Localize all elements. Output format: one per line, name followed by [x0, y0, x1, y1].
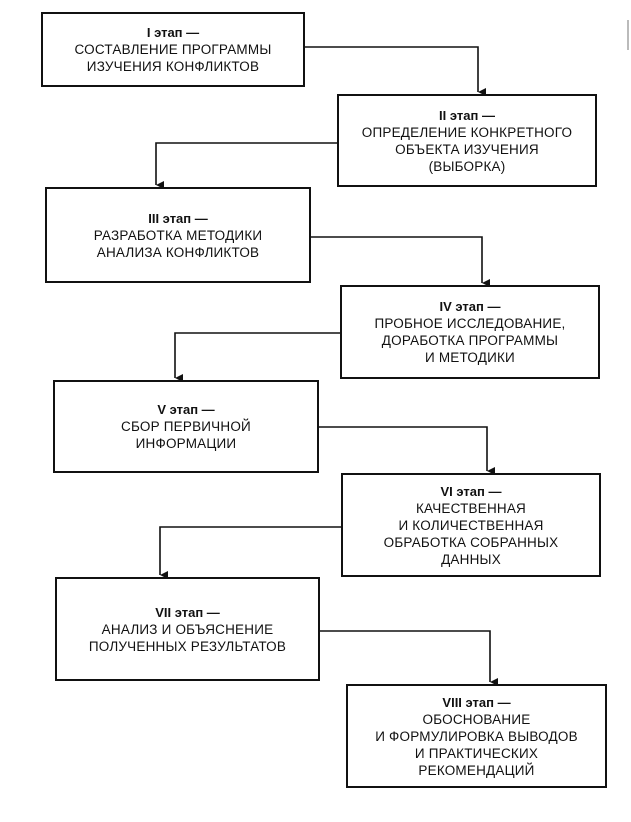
stage-4-text: ПРОБНОЕ ИССЛЕДОВАНИЕ, ДОРАБОТКА ПРОГРАММ… — [374, 316, 566, 365]
arrow-2-3 — [155, 142, 337, 189]
stage-7-title: VII этап — — [155, 604, 220, 620]
arrow-1-2 — [305, 46, 486, 96]
stage-6-box: VI этап — КАЧЕСТВЕННАЯ И КОЛИЧЕСТВЕННАЯ … — [341, 473, 601, 577]
stage-8-text: ОБОСНОВАНИЕ И ФОРМУЛИРОВКА ВЫВОДОВ И ПРА… — [375, 711, 578, 778]
stage-2-box: II этап — ОПРЕДЕЛЕНИЕ КОНКРЕТНОГО ОБЪЕКТ… — [337, 94, 597, 187]
stage-5-title: V этап — — [157, 402, 215, 417]
stage-5-text: СБОР ПЕРВИЧНОЙ ИНФОРМАЦИИ — [121, 419, 251, 451]
stage-8-box: VIII этап — ОБОСНОВАНИЕ И ФОРМУЛИРОВКА В… — [346, 684, 607, 788]
arrow-5-6 — [319, 426, 495, 475]
stage-2-text: ОПРЕДЕЛЕНИЕ КОНКРЕТНОГО ОБЪЕКТА ИЗУЧЕНИЯ… — [361, 124, 573, 174]
page-edge-mark — [627, 20, 629, 50]
arrow-6-7 — [159, 526, 341, 579]
stage-1-box: I этап — СОСТАВЛЕНИЕ ПРОГРАММЫ ИЗУЧЕНИЯ … — [41, 12, 305, 87]
stage-6-title: VI этап — — [440, 483, 502, 499]
stage-8-title: VIII этап — — [442, 694, 511, 710]
arrow-4-5 — [174, 332, 340, 382]
stage-3-text: РАЗРАБОТКА МЕТОДИКИ АНАЛИЗА КОНФЛИКТОВ — [93, 227, 263, 260]
stage-3-box: III этап — РАЗРАБОТКА МЕТОДИКИ АНАЛИЗА К… — [45, 187, 311, 283]
stage-3-title: III этап — — [148, 210, 208, 226]
stage-2-title: II этап — — [439, 107, 495, 123]
stage-5-box: V этап — СБОР ПЕРВИЧНОЙ ИНФОРМАЦИИ — [53, 380, 319, 473]
arrow-7-8 — [320, 630, 498, 686]
stage-4-title: IV этап — — [439, 299, 501, 314]
stage-7-text: АНАЛИЗ И ОБЪЯСНЕНИЕ ПОЛУЧЕННЫХ РЕЗУЛЬТАТ… — [88, 621, 287, 654]
arrow-3-4 — [311, 236, 490, 287]
stage-1-title: I этап — — [146, 25, 200, 40]
stage-7-box: VII этап — АНАЛИЗ И ОБЪЯСНЕНИЕ ПОЛУЧЕННЫ… — [55, 577, 320, 681]
stage-1-text: СОСТАВЛЕНИЕ ПРОГРАММЫ ИЗУЧЕНИЯ КОНФЛИКТО… — [74, 42, 272, 74]
stage-4-box: IV этап — ПРОБНОЕ ИССЛЕДОВАНИЕ, ДОРАБОТК… — [340, 285, 600, 379]
stage-6-text: КАЧЕСТВЕННАЯ И КОЛИЧЕСТВЕННАЯ ОБРАБОТКА … — [383, 500, 559, 567]
